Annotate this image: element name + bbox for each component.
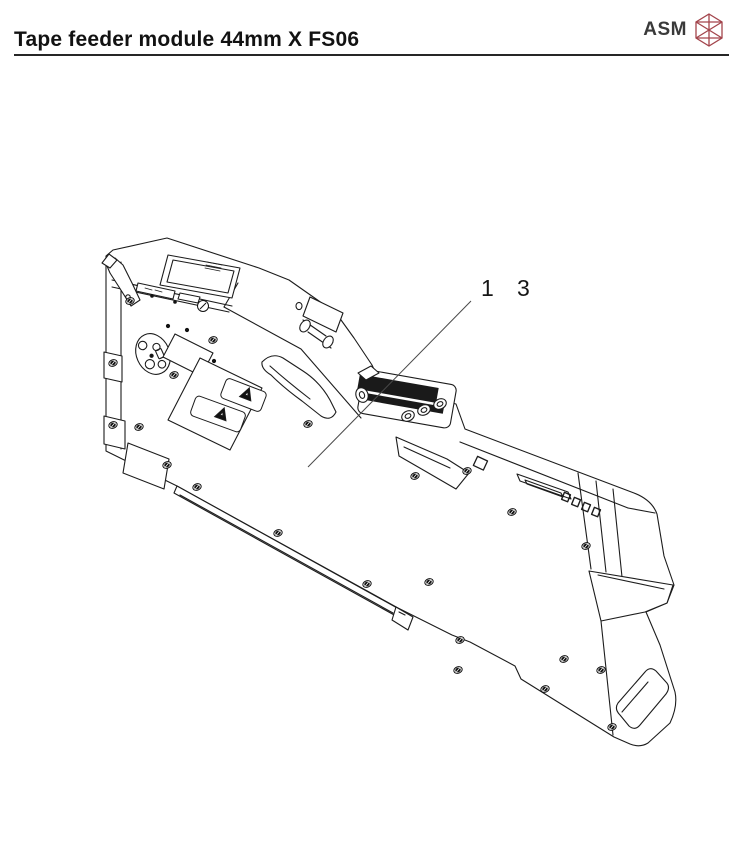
asm-logo-text: ASM xyxy=(643,19,687,40)
header: Tape feeder module 44mm X FS06 ASM xyxy=(0,0,743,60)
callout-1: 1 xyxy=(481,275,494,301)
screws xyxy=(107,294,618,732)
asm-logo: ASM xyxy=(643,12,724,48)
asm-hexagon-logo-icon xyxy=(695,13,723,47)
callout-leader-line xyxy=(307,300,472,468)
page-title: Tape feeder module 44mm X FS06 xyxy=(14,28,360,51)
callout-3: 3 xyxy=(517,275,530,301)
feeder-body xyxy=(101,237,677,747)
title-rule xyxy=(14,54,729,56)
warning-labels xyxy=(190,378,267,433)
